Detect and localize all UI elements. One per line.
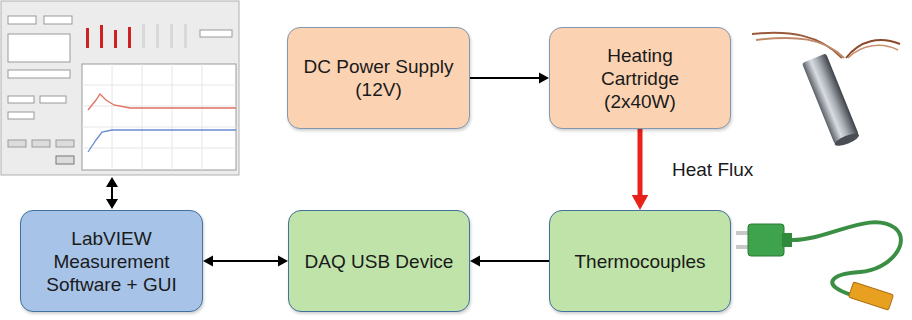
arrow-head [539, 73, 549, 84]
process-box: Thermocouples [549, 210, 731, 312]
arrow-head [278, 256, 288, 267]
process-box: Heating Cartridge (2x40W) [549, 27, 731, 129]
box-label: Heating Cartridge (2x40W) [580, 44, 700, 113]
arrow-head [632, 195, 649, 210]
process-box: DC Power Supply (12V) [287, 27, 470, 129]
box-label: Thermocouples [575, 250, 706, 273]
process-box: LabVIEW Measurement Software + GUI [20, 210, 203, 312]
connector-arrow [638, 129, 643, 197]
software-screenshot [1, 1, 239, 175]
thermocouple-picture [736, 222, 901, 310]
connector-arrow [470, 77, 541, 79]
arrow-head [470, 256, 480, 267]
edge-label: Heat Flux [670, 158, 755, 181]
heating-cartridge-picture [752, 33, 900, 149]
arrow-head [203, 256, 213, 267]
connector-arrow [478, 260, 549, 262]
box-label: LabVIEW Measurement Software + GUI [42, 227, 182, 296]
screenshot-link-arrow [106, 177, 118, 209]
connector-arrow [211, 260, 280, 262]
box-label: DC Power Supply (12V) [299, 55, 459, 101]
box-label: DAQ USB Device [305, 250, 454, 273]
process-box: DAQ USB Device [288, 210, 470, 312]
